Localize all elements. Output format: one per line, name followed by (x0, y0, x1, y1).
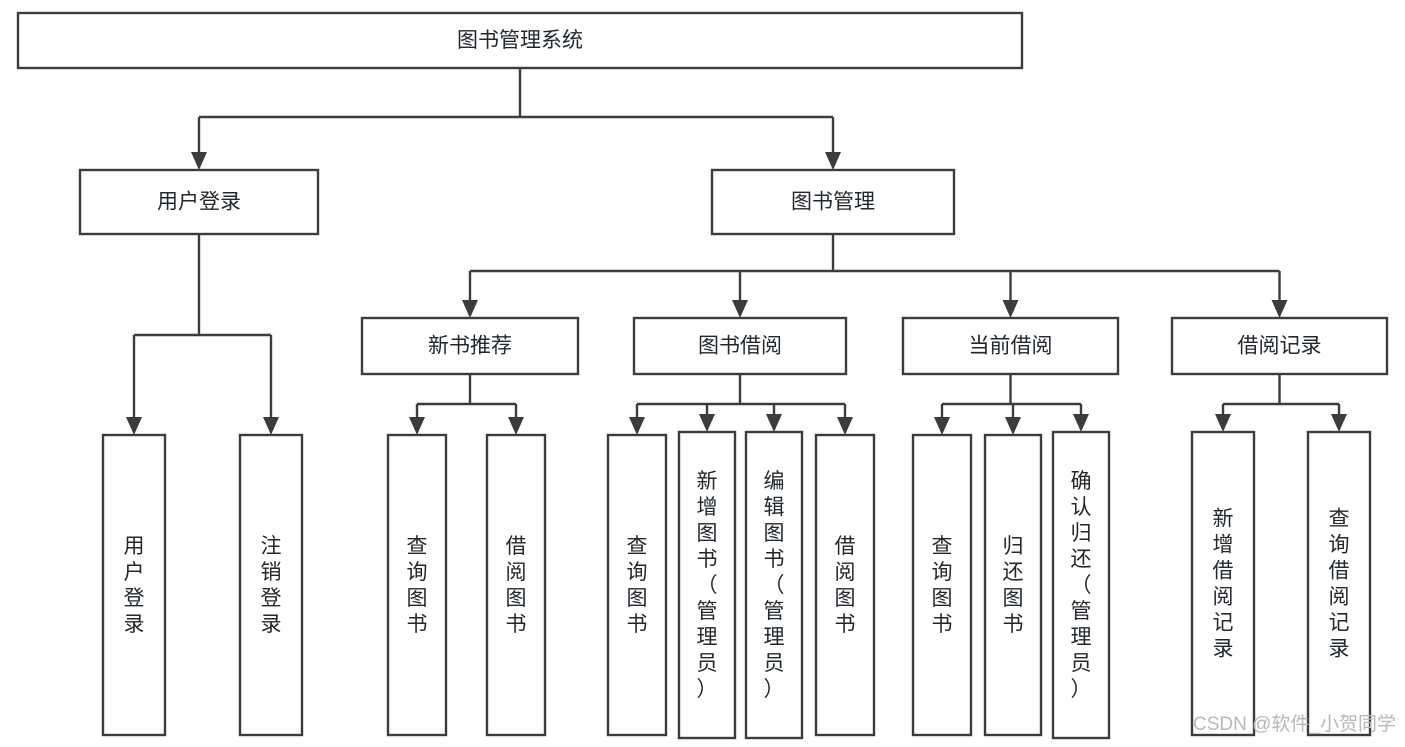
book-borrow-to-leaf-borrow-book-2-arrowhead (837, 417, 853, 435)
node-book-management[interactable]: 图书管理 (710, 168, 956, 236)
node-box (677, 430, 737, 740)
node-leaf-query-record[interactable]: 查询借阅记录 (1306, 430, 1372, 737)
csdn-watermark: CSDN @软件_小贺同学 (1193, 713, 1396, 735)
node-leaf-add-record[interactable]: 新增借阅记录 (1190, 430, 1256, 737)
diagram-nodes: 图书管理系统用户登录图书管理新书推荐图书借阅当前借阅借阅记录用户登录注销登录查询… (16, 11, 1389, 740)
book-borrow-to-leaf-query-book-2-arrowhead (629, 417, 645, 435)
node-label: 查询图书 (627, 535, 648, 636)
node-box (485, 433, 547, 737)
node-box (814, 433, 876, 737)
node-label: 新增借阅记录 (1213, 508, 1234, 661)
connector-lines (126, 68, 1347, 435)
borrow-record-to-leaf-add-record-arrowhead (1215, 414, 1231, 432)
book-borrow-to-leaf-add-book-arrowhead (699, 414, 715, 432)
node-book-borrow[interactable]: 图书借阅 (632, 316, 848, 376)
node-leaf-query-book-1[interactable]: 查询图书 (386, 433, 448, 737)
node-label: 用户登录 (124, 535, 145, 636)
borrow-record-to-leaf-query-record-arrowhead (1331, 414, 1347, 432)
node-label: 用户登录 (157, 191, 241, 214)
book-borrow-to-leaf-edit-book-arrowhead (766, 414, 782, 432)
node-leaf-borrow-book-1[interactable]: 借阅图书 (485, 433, 547, 737)
node-box (744, 430, 804, 740)
node-leaf-user-login[interactable]: 用户登录 (101, 433, 167, 737)
node-label: 确认归还（管理员） (1071, 470, 1092, 701)
node-label: 图书借阅 (698, 335, 782, 358)
node-label: 借阅图书 (506, 535, 527, 636)
new-book-recommend-to-leaf-borrow-book-1-arrowhead (508, 417, 524, 435)
node-box (1051, 430, 1111, 740)
current-borrow-to-leaf-return-book-arrowhead (1005, 417, 1021, 435)
node-leaf-add-book[interactable]: 新增图书（管理员） (677, 430, 737, 740)
node-box (16, 11, 1024, 70)
node-leaf-edit-book[interactable]: 编辑图书（管理员） (744, 430, 804, 740)
current-borrow-to-leaf-confirm-return-arrowhead (1073, 414, 1089, 432)
node-new-book-recommend[interactable]: 新书推荐 (360, 316, 580, 376)
node-label: 新增图书（管理员） (697, 470, 718, 701)
node-box (238, 433, 304, 737)
node-label: 注销登录 (261, 535, 282, 636)
node-leaf-query-book-2[interactable]: 查询图书 (606, 433, 668, 737)
node-leaf-return-book[interactable]: 归还图书 (983, 433, 1043, 737)
current-borrow-to-leaf-query-book-3-arrowhead (934, 417, 950, 435)
node-label: 归还图书 (1003, 535, 1024, 636)
node-root[interactable]: 图书管理系统 (16, 11, 1024, 70)
bm-to-current-borrow-arrowhead (1002, 300, 1019, 318)
node-label: 查询图书 (407, 535, 428, 636)
node-borrow-record[interactable]: 借阅记录 (1170, 316, 1389, 376)
node-label: 当前借阅 (969, 335, 1053, 358)
node-box (983, 433, 1043, 737)
node-box (1306, 430, 1372, 737)
node-leaf-logout[interactable]: 注销登录 (238, 433, 304, 737)
node-box (1170, 316, 1389, 376)
root-to-user-login-arrowhead (191, 152, 207, 170)
node-label: 查询图书 (932, 535, 953, 636)
bm-to-borrow-record-arrowhead (1271, 300, 1288, 318)
node-box (386, 433, 448, 737)
node-leaf-query-book-3[interactable]: 查询图书 (911, 433, 973, 737)
node-box (911, 433, 973, 737)
node-label: 图书管理 (791, 191, 875, 214)
node-box (101, 433, 167, 737)
bm-to-new-book-recommend-arrowhead (462, 300, 478, 318)
node-leaf-confirm-return[interactable]: 确认归还（管理员） (1051, 430, 1111, 740)
node-box (632, 316, 848, 376)
node-label: 借阅记录 (1238, 335, 1322, 358)
node-box (78, 168, 320, 236)
node-label: 查询借阅记录 (1329, 508, 1350, 661)
user-login-to-leaf-logout-arrowhead (263, 417, 279, 435)
new-book-recommend-to-leaf-query-book-1-arrowhead (409, 417, 425, 435)
root-to-book-management-arrowhead (825, 152, 841, 170)
node-box (1190, 430, 1256, 737)
node-box (901, 316, 1120, 376)
node-leaf-borrow-book-2[interactable]: 借阅图书 (814, 433, 876, 737)
node-label: 图书管理系统 (457, 29, 583, 52)
bm-to-book-borrow-arrowhead (732, 300, 748, 318)
node-box (360, 316, 580, 376)
node-label: 新书推荐 (428, 335, 512, 358)
user-login-to-leaf-user-login-arrowhead (126, 417, 142, 435)
node-user-login[interactable]: 用户登录 (78, 168, 320, 236)
node-box (710, 168, 956, 236)
node-label: 编辑图书（管理员） (764, 470, 785, 701)
node-label: 借阅图书 (835, 535, 856, 636)
node-current-borrow[interactable]: 当前借阅 (901, 316, 1120, 376)
node-box (606, 433, 668, 737)
